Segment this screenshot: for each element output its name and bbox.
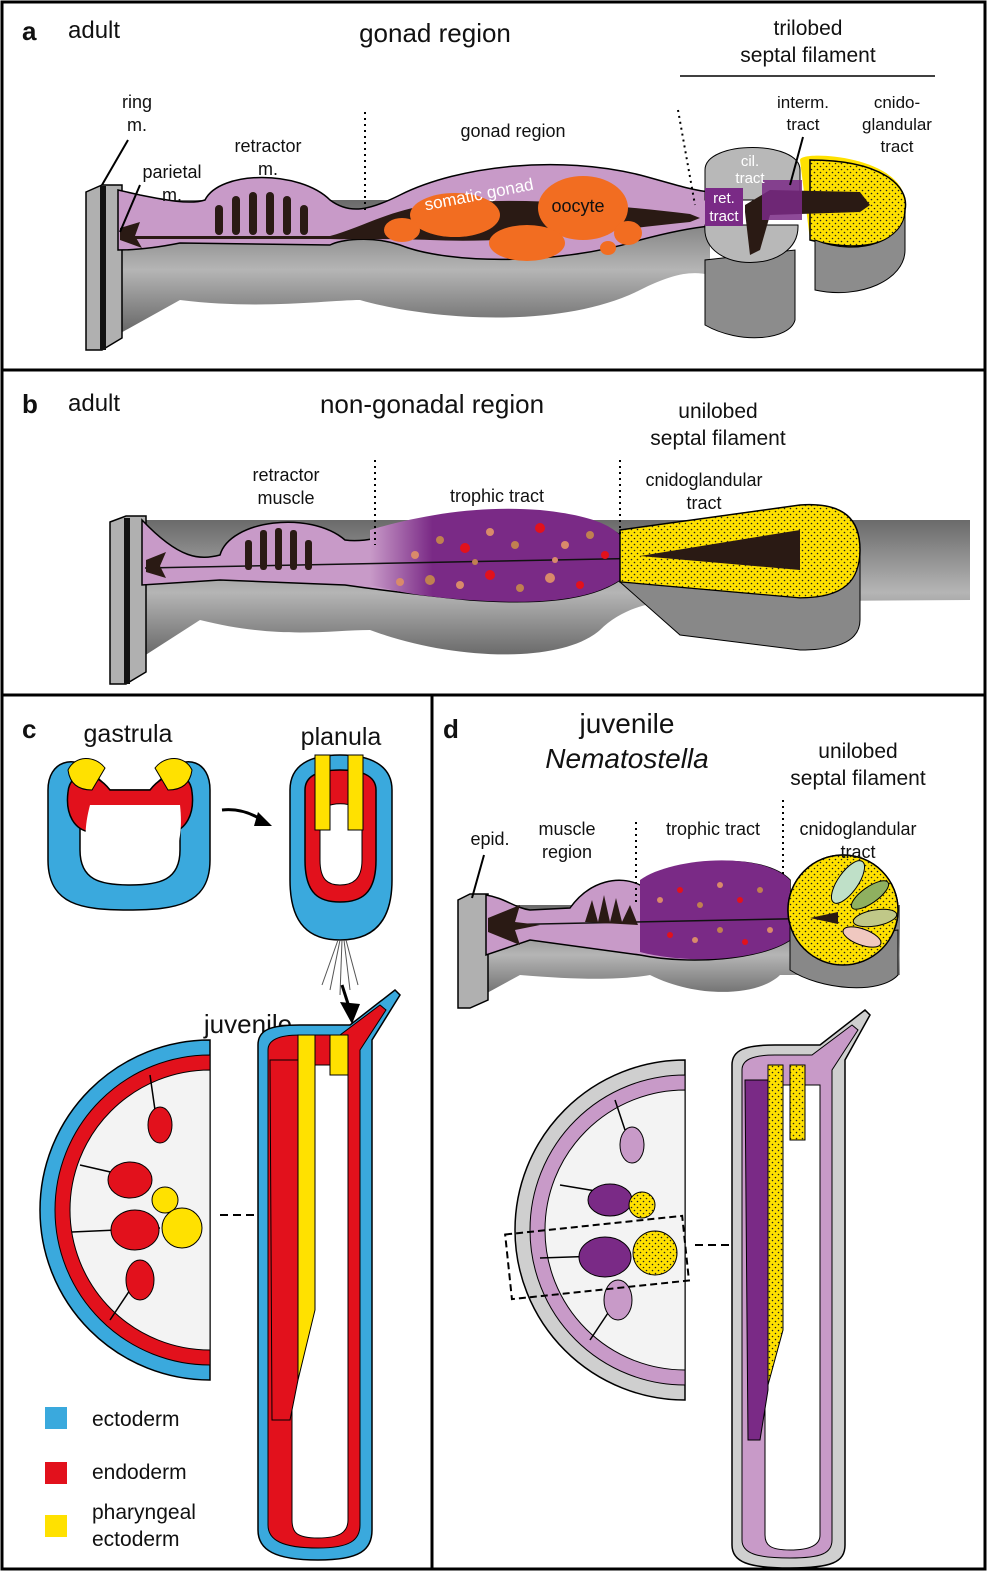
panel-a-title: gonad region [359, 18, 511, 48]
label-trophic-tract-b: trophic tract [450, 486, 544, 506]
body-wall-block-d [458, 894, 488, 1008]
panel-a: a adult gonad region trilobed septal fil… [22, 16, 935, 350]
label-cnidoglandular-d-2: tract [840, 842, 875, 862]
mesoglea-band-b [124, 518, 130, 684]
mesoglea-band [100, 186, 106, 350]
title-d-1: juvenile [579, 708, 675, 739]
juvenile-mesentery-d [745, 1080, 768, 1440]
filament-header-d-1: unilobed [818, 740, 897, 763]
filament-header-b-2: septal filament [650, 427, 786, 450]
panel-b-title: non-gonadal region [320, 389, 544, 419]
label-muscle-region-1: muscle [538, 819, 595, 839]
filament-header-a-2: septal filament [740, 44, 876, 67]
filament-header-d-2: septal filament [790, 767, 926, 790]
pointer-epid [472, 855, 484, 898]
label-cil-tract-1: cil. [741, 153, 759, 170]
label-trophic-tract-d: trophic tract [666, 819, 760, 839]
panel-c: c gastrula planula juvenile [22, 714, 400, 1560]
panel-letter-a: a [22, 16, 37, 46]
label-ring-m-1: ring [122, 92, 152, 112]
label-retractor-muscle-2: muscle [257, 488, 314, 508]
planula-pharynx-right [348, 755, 363, 830]
juvenile-pharynx-left-d [768, 1065, 783, 1385]
filament-header-b-1: unilobed [678, 400, 757, 423]
panel-letter-b: b [22, 389, 38, 419]
legend-label-pharyngeal-2: ectoderm [92, 1528, 180, 1551]
legend-label-endoderm: endoderm [92, 1461, 187, 1484]
title-d-2: Nematostella [545, 743, 708, 774]
label-retractor-muscle-1: retractor [252, 465, 319, 485]
label-epid: epid. [470, 829, 509, 849]
stage-label-a: adult [68, 17, 120, 44]
label-gonad-region: gonad region [460, 121, 565, 141]
juvenile-mesentery [270, 1060, 298, 1420]
legend-swatch-ectoderm [45, 1407, 67, 1429]
oocyte-4 [614, 221, 642, 245]
legend-swatch-endoderm [45, 1462, 67, 1484]
label-cnidoglandular-b-2: tract [686, 493, 721, 513]
legend-label-pharyngeal-1: pharyngeal [92, 1501, 196, 1524]
label-oocyte: oocyte [551, 196, 604, 216]
label-cnido-glandular-1: cnido- [874, 93, 920, 112]
apical-tuft [322, 940, 358, 995]
label-ret-tract-2: tract [709, 208, 739, 225]
trophic-tract-d [640, 860, 790, 959]
label-cnidoglandular-d-1: cnidoglandular [799, 819, 916, 839]
label-interm-tract-1: interm. [777, 93, 829, 112]
label-parietal-m-2: m. [162, 185, 182, 205]
legend-swatch-pharyngeal-ectoderm [45, 1515, 67, 1537]
label-parietal-m-1: parietal [142, 162, 201, 182]
label-planula: planula [301, 723, 382, 751]
planula-pharynx-left [315, 755, 330, 830]
interm-tract-block [762, 180, 802, 220]
label-cnido-glandular-2: glandular [862, 115, 932, 134]
label-ring-m-2: m. [127, 115, 147, 135]
oocyte-3 [489, 225, 565, 261]
juvenile-pharynx-right [330, 1035, 348, 1075]
panel-letter-d: d [443, 714, 459, 744]
label-cil-tract-2: tract [735, 170, 765, 187]
juvenile-pharynx-right-d [790, 1065, 805, 1140]
label-ret-tract-1: ret. [713, 190, 735, 207]
label-cnidoglandular-b-1: cnidoglandular [645, 470, 762, 490]
legend-label-ectoderm: ectoderm [92, 1408, 180, 1431]
arrowhead-1 [254, 812, 272, 826]
oocyte-5 [384, 218, 420, 242]
label-retractor-m-2: m. [258, 159, 278, 179]
filament-lower-lobe-side [705, 250, 795, 338]
label-gastrula: gastrula [84, 720, 173, 748]
filament-header-a-1: trilobed [774, 17, 843, 40]
label-retractor-m-1: retractor [234, 136, 301, 156]
panel-b: b adult non-gonadal region unilobed sept… [22, 389, 970, 684]
panel-d: d juvenile Nematostella unilobed septal … [443, 708, 926, 1568]
label-interm-tract-2: tract [786, 115, 819, 134]
oocyte-6 [600, 241, 616, 255]
pointer-ring-m [102, 140, 128, 185]
label-muscle-region-2: region [542, 842, 592, 862]
panel-letter-c: c [22, 714, 36, 744]
label-cnido-glandular-3: tract [880, 137, 913, 156]
stage-label-b: adult [68, 390, 120, 417]
